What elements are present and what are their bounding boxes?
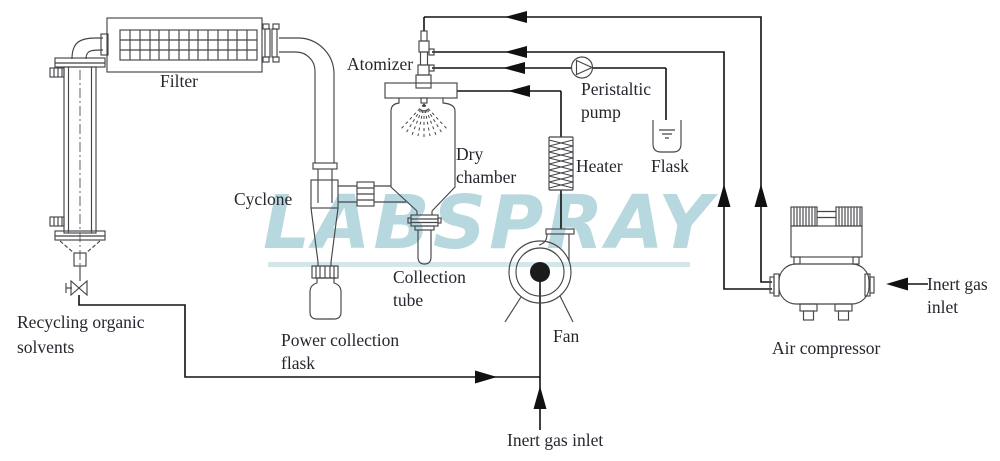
flow-lines xyxy=(78,16,928,430)
fan-icon xyxy=(504,228,575,323)
dry-chamber-icon xyxy=(384,82,458,227)
label-fan: Fan xyxy=(553,326,580,346)
arrow-left-line3 xyxy=(503,62,525,74)
filter-icon xyxy=(106,17,263,73)
heater-icon xyxy=(548,136,574,191)
label-filter: Filter xyxy=(160,71,198,91)
label-inert-gas-inlet-bottom: Inert gas inlet xyxy=(507,430,604,450)
arrow-up-v1 xyxy=(717,184,731,207)
condenser-column-icon xyxy=(49,33,109,281)
arrow-up-fan-inlet xyxy=(533,386,547,409)
label-flask: Flask xyxy=(651,156,689,176)
collection-tube-icon xyxy=(414,225,435,265)
arrow-left-line2 xyxy=(505,46,527,58)
drain-valve-icon xyxy=(65,279,88,297)
flask-icon xyxy=(652,120,682,153)
label-dry-chamber: Dry chamber xyxy=(456,144,517,187)
label-power-collection-flask: Power collection flask xyxy=(281,330,400,373)
cyclone-inlet-pipe-icon xyxy=(279,37,338,170)
arrow-left-line4 xyxy=(508,85,530,97)
label-cyclone: Cyclone xyxy=(234,189,293,209)
arrow-up-v2 xyxy=(754,184,768,207)
power-collection-flask-icon xyxy=(309,277,342,320)
atomizer-icon xyxy=(415,30,435,104)
label-collection-tube: Collection tube xyxy=(393,267,466,310)
label-inert-gas-inlet-right: Inert gas inlet xyxy=(927,274,988,317)
label-atomizer: Atomizer xyxy=(347,54,414,74)
flow-arrows xyxy=(475,11,908,409)
cyclone-icon xyxy=(310,169,406,279)
arrow-left-compressor xyxy=(886,277,908,291)
arrow-right-recycle xyxy=(475,370,497,384)
label-recycling-solvents: Recycling organic solvents xyxy=(17,312,145,357)
label-air-compressor: Air compressor xyxy=(772,338,881,358)
flange-joint-icon xyxy=(262,23,280,63)
label-heater: Heater xyxy=(576,156,623,176)
peristaltic-pump-icon xyxy=(570,56,594,79)
label-peristaltic-pump: Peristaltic pump xyxy=(581,79,651,122)
air-compressor-icon xyxy=(769,206,875,321)
arrow-left-line1 xyxy=(505,11,527,23)
watermark-underline xyxy=(268,262,690,267)
